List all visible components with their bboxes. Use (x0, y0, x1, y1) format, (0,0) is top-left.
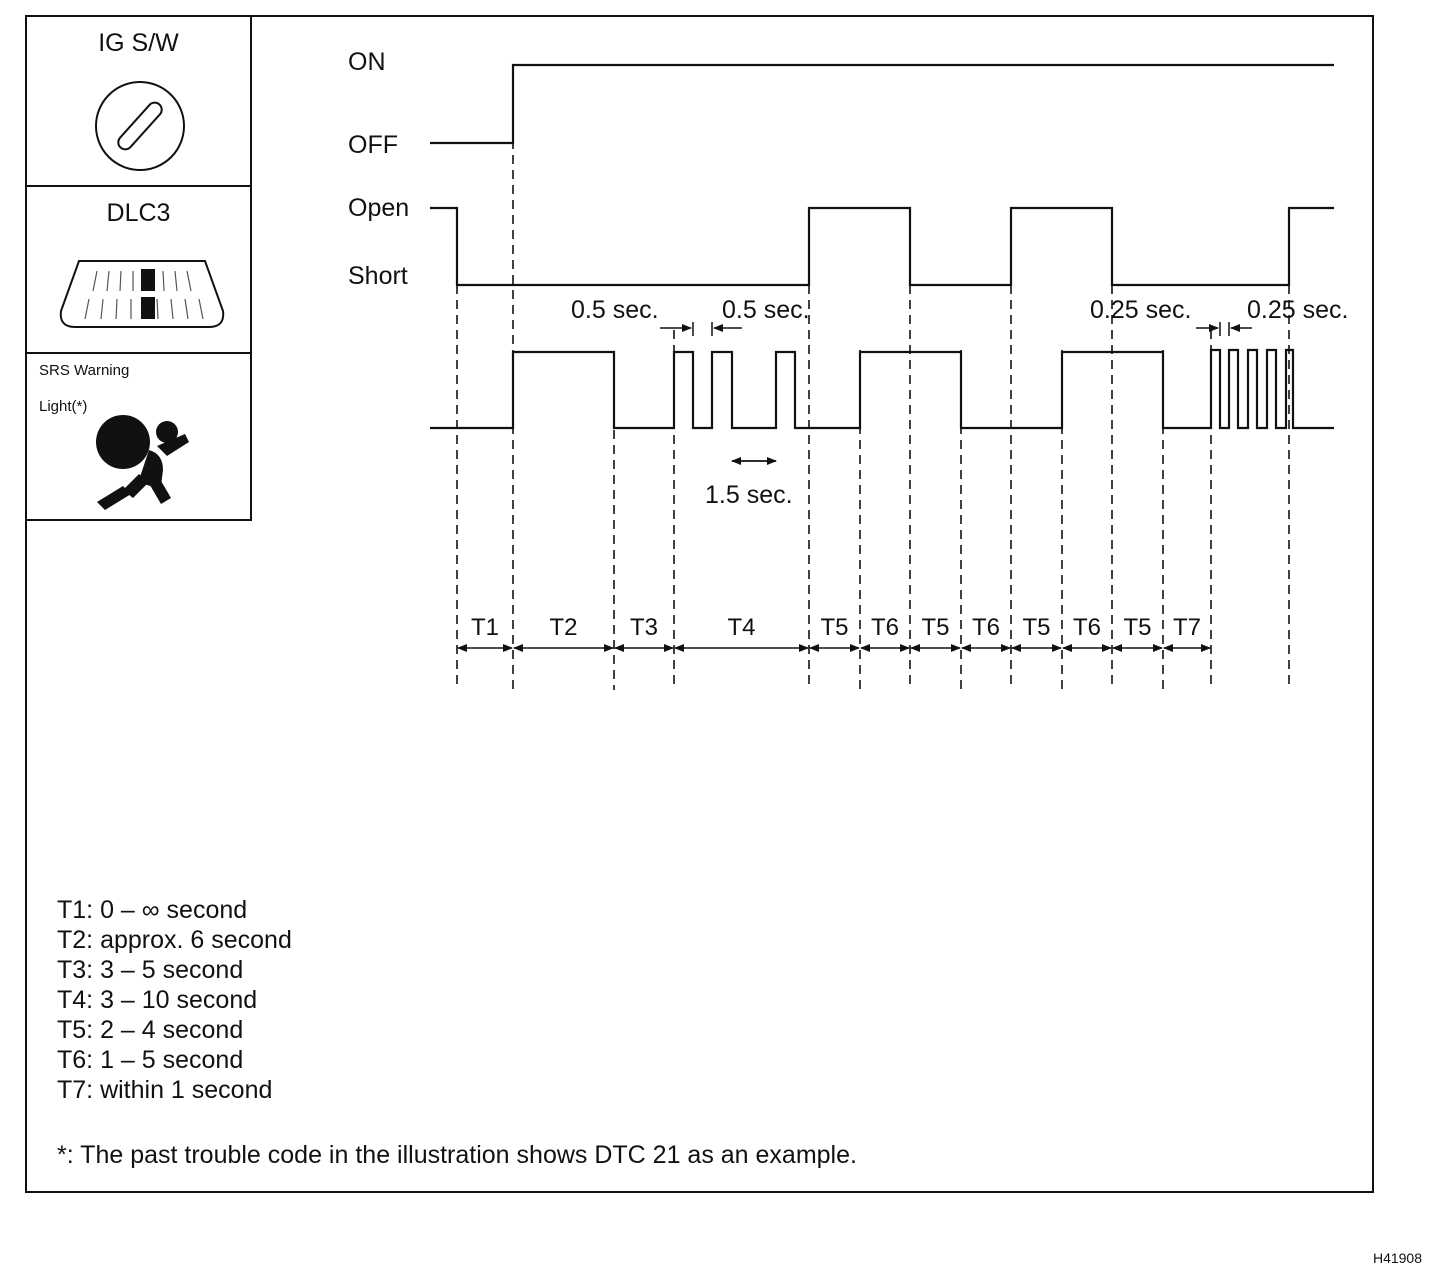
period-label: T5 (820, 614, 849, 641)
period-label: T3 (629, 614, 659, 641)
label-on: ON (348, 48, 386, 76)
dim-label-fast-b: 0.25 sec. (1247, 296, 1349, 324)
dlc3-waveform (430, 206, 1334, 287)
label-short: Short (348, 262, 408, 290)
legend-item: T5: 2 – 4 second (57, 1016, 244, 1044)
legend-item: T7: within 1 second (57, 1076, 273, 1104)
dlc3-connector-icon (59, 260, 225, 328)
diagram-frame (25, 15, 1374, 1193)
legend-item: T3: 3 – 5 second (57, 956, 244, 984)
period-label: T6 (971, 614, 1001, 641)
period-label: T7 (1172, 614, 1202, 641)
period-legend: T1: 0 – ∞ second T2: approx. 6 second T3… (57, 895, 292, 1105)
dim-label-fast-a: 0.25 sec. (1090, 296, 1192, 324)
legend-item: T4: 3 – 10 second (57, 986, 258, 1014)
dlc3-title: DLC3 (106, 199, 171, 227)
dim-label-blink-a: 0.5 sec. (571, 296, 659, 324)
label-open: Open (348, 194, 410, 222)
period-label: T5 (1022, 614, 1051, 641)
airbag-warning-icon (96, 415, 189, 510)
legend-item: T1: 0 – ∞ second (57, 896, 248, 924)
period-label: T4 (727, 614, 756, 641)
period-label: T5 (921, 614, 950, 641)
srs-warning-title: SRS Warning (39, 362, 130, 379)
legend-item: T6: 1 – 5 second (57, 1046, 244, 1074)
dim-blink-arrows (660, 322, 742, 336)
ig-switch-title: IG S/W (98, 29, 179, 57)
time-markers (456, 140, 1290, 690)
dlc3-box: DLC3 (25, 185, 252, 354)
period-label: T2 (549, 614, 578, 641)
srs-light-waveform (430, 348, 1334, 430)
period-label: T6 (1072, 614, 1102, 641)
ignition-key-icon (95, 81, 185, 171)
period-label: T5 (1123, 614, 1152, 641)
dim-fast-arrows (1196, 322, 1252, 336)
dim-label-pause: 1.5 sec. (705, 481, 793, 509)
dim-label-blink-b: 0.5 sec. (722, 296, 810, 324)
figure-id: H41908 (1372, 1250, 1422, 1266)
label-off: OFF (348, 131, 398, 159)
period-label: T1 (470, 614, 500, 641)
footnote: *: The past trouble code in the illustra… (57, 1141, 857, 1169)
srs-light-title: Light(*) (39, 398, 88, 415)
period-label: T6 (870, 614, 900, 641)
ig-switch-waveform (430, 63, 1334, 145)
legend-item: T2: approx. 6 second (57, 926, 292, 954)
srs-warning-box: SRS Warning Light(*) (25, 352, 252, 521)
